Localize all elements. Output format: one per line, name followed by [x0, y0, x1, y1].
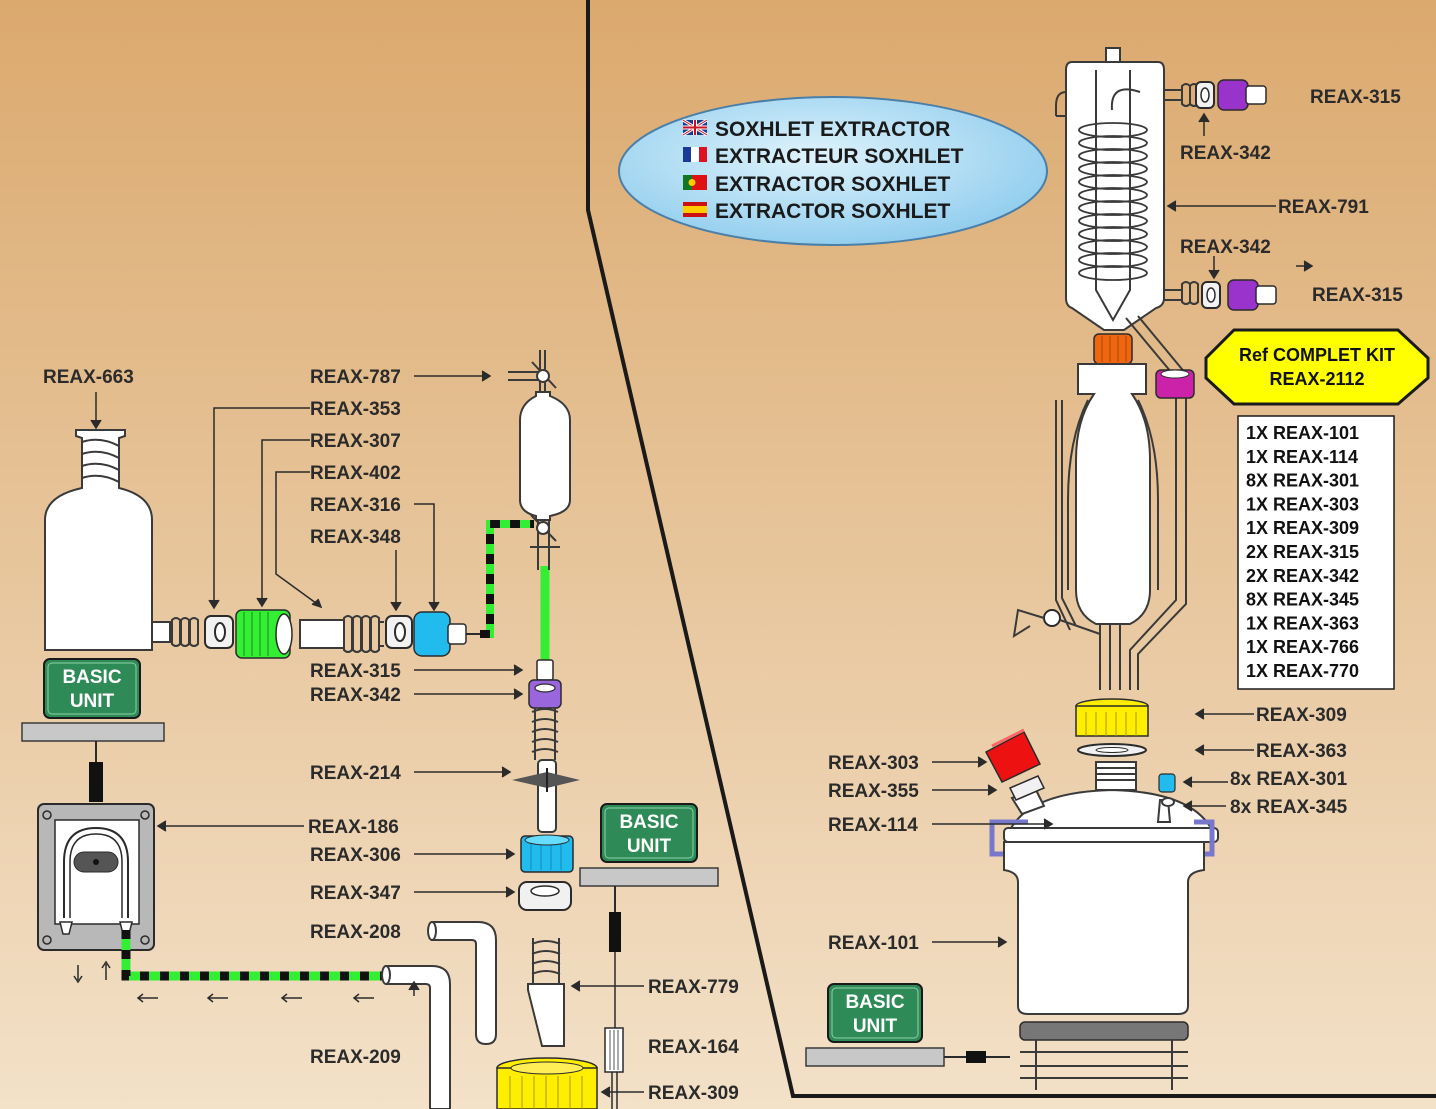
basic-unit-middle-line1: BASIC — [619, 812, 678, 833]
kit-item: 1X REAX-101 — [1246, 423, 1359, 443]
tube-reax-402 — [300, 616, 384, 652]
basic-unit-right-line1: BASIC — [845, 992, 904, 1013]
ring-reax-353 — [205, 616, 233, 648]
label-reax-315: REAX-315 — [310, 661, 401, 682]
joint-magenta — [1156, 370, 1194, 398]
label-reax-353: REAX-353 — [310, 399, 401, 420]
basic-unit-left-line1: BASIC — [62, 667, 121, 688]
kit-item: 1X REAX-309 — [1246, 518, 1359, 538]
label-reax-315-bottom: REAX-315 — [1312, 285, 1403, 306]
kit-item: 8X REAX-301 — [1246, 471, 1359, 491]
pump-reax-186 — [38, 804, 154, 950]
kit-item: 1X REAX-770 — [1246, 661, 1359, 681]
basic-unit-middle: BASIC UNIT — [580, 804, 718, 886]
disc-reax-347 — [519, 882, 571, 910]
label-reax-315-top: REAX-315 — [1310, 87, 1401, 108]
kit-item: 8X REAX-345 — [1246, 590, 1359, 610]
label-reax-779: REAX-779 — [648, 977, 739, 998]
label-reax-355: REAX-355 — [828, 781, 919, 802]
basic-unit-right-line2: UNIT — [853, 1016, 898, 1037]
kit-list: 1X REAX-101 1X REAX-114 8X REAX-301 1X REAX… — [1238, 416, 1394, 689]
label-reax-342-bottom: REAX-342 — [1180, 237, 1271, 258]
es-flag-icon — [683, 202, 707, 217]
label-reax-663: REAX-663 — [43, 367, 134, 388]
label-reax-347: REAX-347 — [310, 883, 401, 904]
legend-portuguese: EXTRACTOR SOXHLET — [715, 173, 950, 196]
cap-reax-301 — [1159, 774, 1175, 792]
label-reax-101: REAX-101 — [828, 933, 919, 954]
pt-flag-icon — [683, 175, 707, 190]
vessel-reax-101 — [1004, 842, 1204, 1090]
kit-ref: REAX-2112 — [1269, 369, 1364, 389]
label-reax-214: REAX-214 — [310, 763, 401, 784]
legend-english: SOXHLET EXTRACTOR — [715, 118, 950, 141]
language-legend: SOXHLET EXTRACTOR EXTRACTEUR SOXHLET EXT… — [619, 97, 1047, 245]
cap-reax-306 — [521, 835, 573, 872]
kit-reference: Ref COMPLET KIT REAX-2112 — [1206, 330, 1428, 404]
label-reax-306: REAX-306 — [310, 845, 401, 866]
label-reax-402: REAX-402 — [310, 463, 401, 484]
kit-item: 1X REAX-303 — [1246, 494, 1359, 514]
label-reax-316: REAX-316 — [310, 495, 401, 516]
label-reax-348: REAX-348 — [310, 527, 401, 548]
ring-reax-348 — [386, 616, 412, 648]
label-reax-301: 8x REAX-301 — [1230, 769, 1348, 790]
kit-item: 1X REAX-766 — [1246, 637, 1359, 657]
kit-item: 1X REAX-363 — [1246, 613, 1359, 633]
joint-orange — [1094, 334, 1132, 364]
label-reax-209: REAX-209 — [310, 1047, 401, 1068]
uk-flag-icon — [683, 120, 707, 135]
kit-item: 2X REAX-342 — [1246, 566, 1359, 586]
legend-spanish: EXTRACTOR SOXHLET — [715, 200, 950, 223]
label-reax-208: REAX-208 — [310, 922, 401, 943]
legend-french: EXTRACTEUR SOXHLET — [715, 145, 964, 168]
label-reax-114: REAX-114 — [828, 815, 918, 836]
label-reax-791: REAX-791 — [1278, 197, 1369, 218]
cap-reax-309-right — [1076, 699, 1148, 736]
label-reax-787: REAX-787 — [310, 367, 401, 388]
connector-reax-315-left — [537, 660, 553, 680]
condenser-reax-791 — [1056, 48, 1182, 330]
label-reax-309-right: REAX-309 — [1256, 705, 1347, 726]
label-reax-342-top: REAX-342 — [1180, 143, 1271, 164]
label-reax-363: REAX-363 — [1256, 741, 1347, 762]
basic-unit-left-line2: UNIT — [70, 691, 115, 712]
fr-flag-icon — [683, 147, 707, 162]
cap-reax-342-left — [529, 680, 561, 708]
label-reax-303: REAX-303 — [828, 753, 919, 774]
label-reax-342: REAX-342 — [310, 685, 401, 706]
label-reax-309-left: REAX-309 — [648, 1083, 739, 1104]
label-reax-164: REAX-164 — [648, 1037, 739, 1058]
label-reax-345: 8x REAX-345 — [1230, 797, 1348, 818]
cap-reax-307 — [236, 610, 292, 658]
label-reax-307: REAX-307 — [310, 431, 401, 452]
kit-item: 2X REAX-315 — [1246, 542, 1359, 562]
cap-reax-309-left — [497, 1058, 597, 1109]
basic-unit-middle-line2: UNIT — [627, 836, 672, 857]
label-reax-186: REAX-186 — [308, 817, 399, 838]
ring-reax-363 — [1078, 744, 1146, 756]
kit-item: 1X REAX-114 — [1246, 447, 1358, 467]
kit-title: Ref COMPLET KIT — [1239, 345, 1395, 365]
